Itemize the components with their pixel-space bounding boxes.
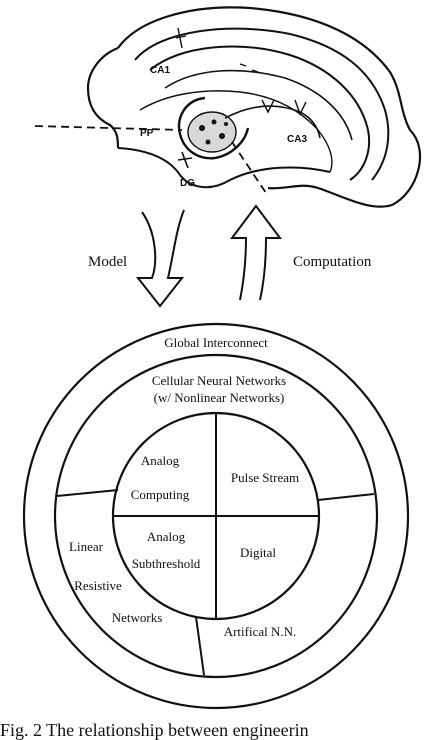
digital-label: Digital <box>240 545 276 560</box>
artificial-nn-label: Artifical N.N. <box>224 624 297 639</box>
neuron-mark <box>239 63 259 73</box>
middle-circle-cellular-nn <box>53 353 379 679</box>
model-label: Model <box>88 254 127 270</box>
computation-label: Computation <box>293 254 372 270</box>
cell-dot <box>219 133 225 139</box>
label-dg: DG <box>180 178 195 189</box>
computation-arrow-shape <box>230 204 282 301</box>
nonlinear-networks-label: (w/ Nonlinear Networks) <box>154 390 285 405</box>
analog-subthreshold-label-2: Subthreshold <box>132 556 201 571</box>
analog-computing-label-1: Analog <box>141 453 180 468</box>
cell-dot <box>211 119 217 125</box>
outer-circle-global-interconnect <box>22 322 410 710</box>
ring-divider-bottom <box>195 616 205 676</box>
label-ca1: CA1 <box>150 65 170 76</box>
figure-caption: Fig. 2 The relationship between engineer… <box>0 720 309 740</box>
cell-dot <box>199 125 205 131</box>
hippocampus-inner-arc-3 <box>164 69 353 141</box>
cellular-nn-label: Cellular Neural Networks <box>152 373 286 388</box>
analog-subthreshold-label-1: Analog <box>147 529 186 544</box>
label-pp: PP <box>140 128 154 139</box>
pp-dashed-line <box>34 125 183 131</box>
analog-computing-label-2: Computing <box>131 487 190 502</box>
exit-dashed-line <box>231 141 269 197</box>
dentate-gyrus-curve <box>177 96 250 160</box>
model-arrow <box>135 209 185 308</box>
cell-dot <box>224 122 228 126</box>
hippocampus-inner-arc-2 <box>149 45 370 181</box>
model-arrow-shape <box>135 209 185 308</box>
pulse-stream-label: Pulse Stream <box>231 470 299 485</box>
neuron-mark <box>261 99 275 114</box>
cell-dot <box>205 139 211 145</box>
global-interconnect-label: Global Interconnect <box>164 335 268 350</box>
hippocampus-outline <box>86 6 422 208</box>
dg-pointer <box>177 151 193 169</box>
hippocampus-drawing: CA1 CA3 PP DG <box>34 6 422 208</box>
circle-diagram: Global Interconnect Cellular Neural Netw… <box>22 322 410 710</box>
linear-label: Linear <box>69 539 104 554</box>
hippocampus-ca-layer <box>139 90 333 173</box>
dentate-gyrus-cells <box>187 111 237 153</box>
label-ca3: CA3 <box>287 134 307 145</box>
hippocampus-lower-edge <box>117 147 331 189</box>
computation-arrow <box>230 204 282 301</box>
ring-divider-left <box>56 489 119 497</box>
networks-label: Networks <box>112 610 163 625</box>
neuron-mark <box>294 99 307 116</box>
neuron-mark <box>175 27 187 49</box>
resistive-label: Resistive <box>74 578 122 593</box>
ring-divider-right <box>317 493 375 501</box>
hippocampus-inner-arc <box>134 27 390 181</box>
